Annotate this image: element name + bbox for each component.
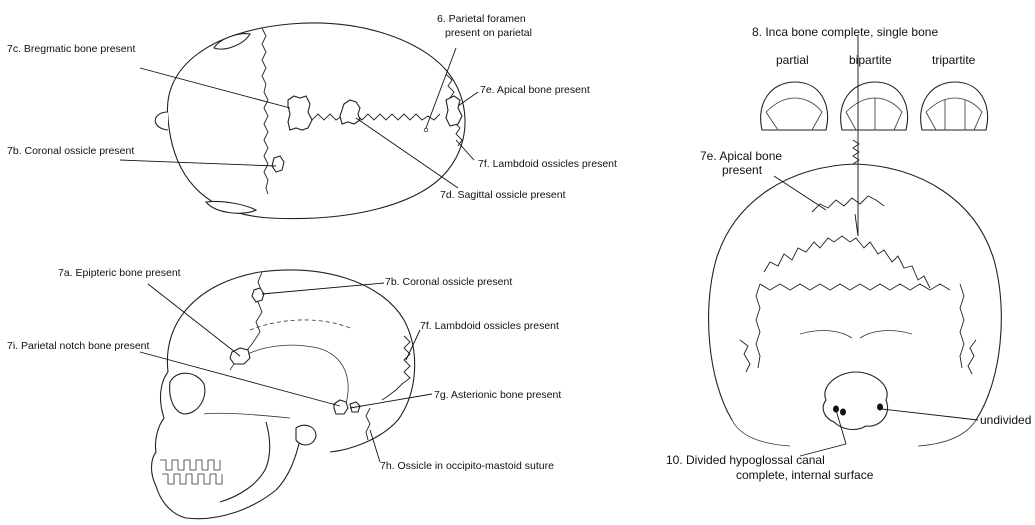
superior-nose-bump <box>155 112 168 130</box>
hypoglossal-canal-left-b <box>840 409 846 416</box>
inca-variant-partial <box>761 82 828 130</box>
label-sagittal: 7d. Sagittal ossicle present <box>440 189 566 201</box>
posterior-view-diagram: 8. Inca bone complete, single bone parti… <box>666 25 1031 482</box>
label-apical-superior: 7e. Apical bone present <box>480 84 590 96</box>
label-apical-posterior-1: 7e. Apical bone <box>700 149 782 163</box>
label-inca-title: 8. Inca bone complete, single bone <box>752 25 938 39</box>
label-epipteric: 7a. Epipteric bone present <box>58 267 181 279</box>
label-parietal-notch: 7i. Parietal notch bone present <box>7 340 150 352</box>
superior-view-diagram: 7c. Bregmatic bone present 6. Parietal f… <box>7 13 617 219</box>
posterior-mastoid-left <box>732 420 790 446</box>
label-hypoglossal-1: 10. Divided hypoglossal canal <box>666 453 825 467</box>
label-lambdoid-lateral: 7f. Lambdoid ossicles present <box>420 320 559 332</box>
bregmatic-bone-shape <box>288 96 312 130</box>
label-bipartite: bipartite <box>849 53 892 67</box>
inca-variant-bipartite <box>841 82 908 130</box>
label-coronal-lateral: 7b. Coronal ossicle present <box>385 276 512 288</box>
label-hypoglossal-2: complete, internal surface <box>736 468 874 482</box>
lateral-condyle <box>296 425 316 445</box>
posterior-mastoid-right <box>918 420 976 446</box>
lateral-view-diagram: 7a. Epipteric bone present 7b. Coronal o… <box>7 267 561 519</box>
label-apical-posterior-2: present <box>722 163 763 177</box>
label-tripartite: tripartite <box>932 53 976 67</box>
coronal-ossicle-shape <box>272 156 284 172</box>
posterior-foramen-magnum <box>823 372 887 429</box>
label-asterionic: 7g. Asterionic bone present <box>434 389 561 401</box>
label-parietal-foramen-2: present on parietal <box>445 27 532 39</box>
label-occipito-mastoid: 7h. Ossicle in occipito-mastoid suture <box>380 460 554 472</box>
apical-bone-shape <box>446 96 462 126</box>
label-bregmatic: 7c. Bregmatic bone present <box>7 43 135 55</box>
label-lambdoid-superior: 7f. Lambdoid ossicles present <box>478 158 617 170</box>
label-undivided: undivided <box>980 413 1031 427</box>
label-coronal-superior: 7b. Coronal ossicle present <box>7 145 134 157</box>
inca-variant-tripartite <box>921 82 988 130</box>
label-partial: partial <box>776 53 809 67</box>
superior-skull-outline <box>167 23 465 219</box>
label-parietal-foramen-1: 6. Parietal foramen <box>437 13 526 25</box>
asterionic-bone-shape <box>334 400 348 414</box>
